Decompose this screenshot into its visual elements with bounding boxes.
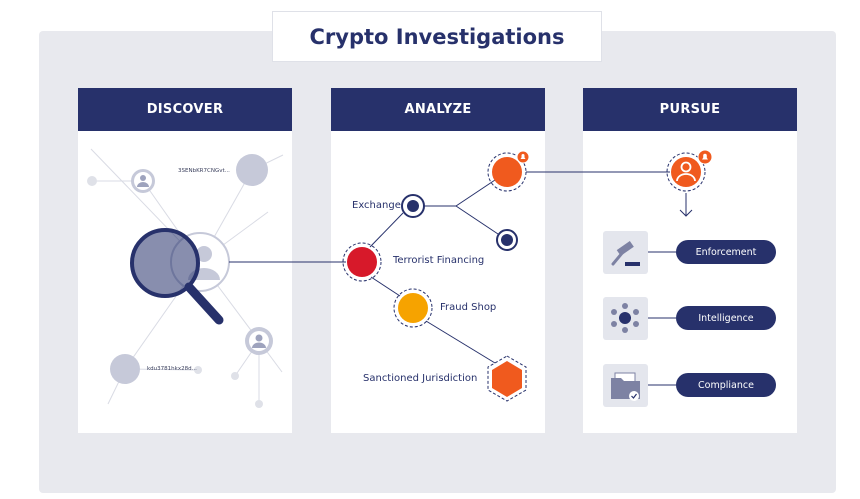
- analyze-nodes: [342, 150, 530, 402]
- node-label-terrorist-financing: Terrorist Financing: [393, 255, 485, 266]
- gavel-icon: [603, 231, 648, 274]
- magnifier-icon: [130, 228, 230, 325]
- down-arrow-icon: [679, 193, 693, 217]
- analyze-header: ANALYZE: [331, 88, 545, 131]
- address-label-2: kdu3781hkx28d...: [147, 366, 197, 372]
- discover-nodes: [87, 154, 273, 408]
- address-label-1: 3SENbKR7CNGvt...: [178, 168, 230, 174]
- folder-check-icon: [603, 364, 648, 407]
- pursue-person-alert-icon: [666, 149, 713, 192]
- node-label-sanctioned-jurisdiction: Sanctioned Jurisdiction: [363, 373, 478, 384]
- network-hub-icon: [603, 297, 648, 340]
- discover-header: DISCOVER: [78, 88, 292, 131]
- analyze-card: ANALYZE: [331, 88, 545, 433]
- enforcement-button[interactable]: Enforcement: [676, 240, 776, 264]
- page-title: Crypto Investigations: [309, 24, 565, 49]
- node-label-exchange: Exchange: [352, 200, 401, 211]
- pursue-header: PURSUE: [583, 88, 797, 131]
- page-title-box: Crypto Investigations: [272, 11, 602, 62]
- pursue-connectors: [648, 251, 676, 386]
- node-label-fraud-shop: Fraud Shop: [440, 302, 497, 313]
- compliance-button[interactable]: Compliance: [676, 373, 776, 397]
- intelligence-button[interactable]: Intelligence: [676, 306, 776, 330]
